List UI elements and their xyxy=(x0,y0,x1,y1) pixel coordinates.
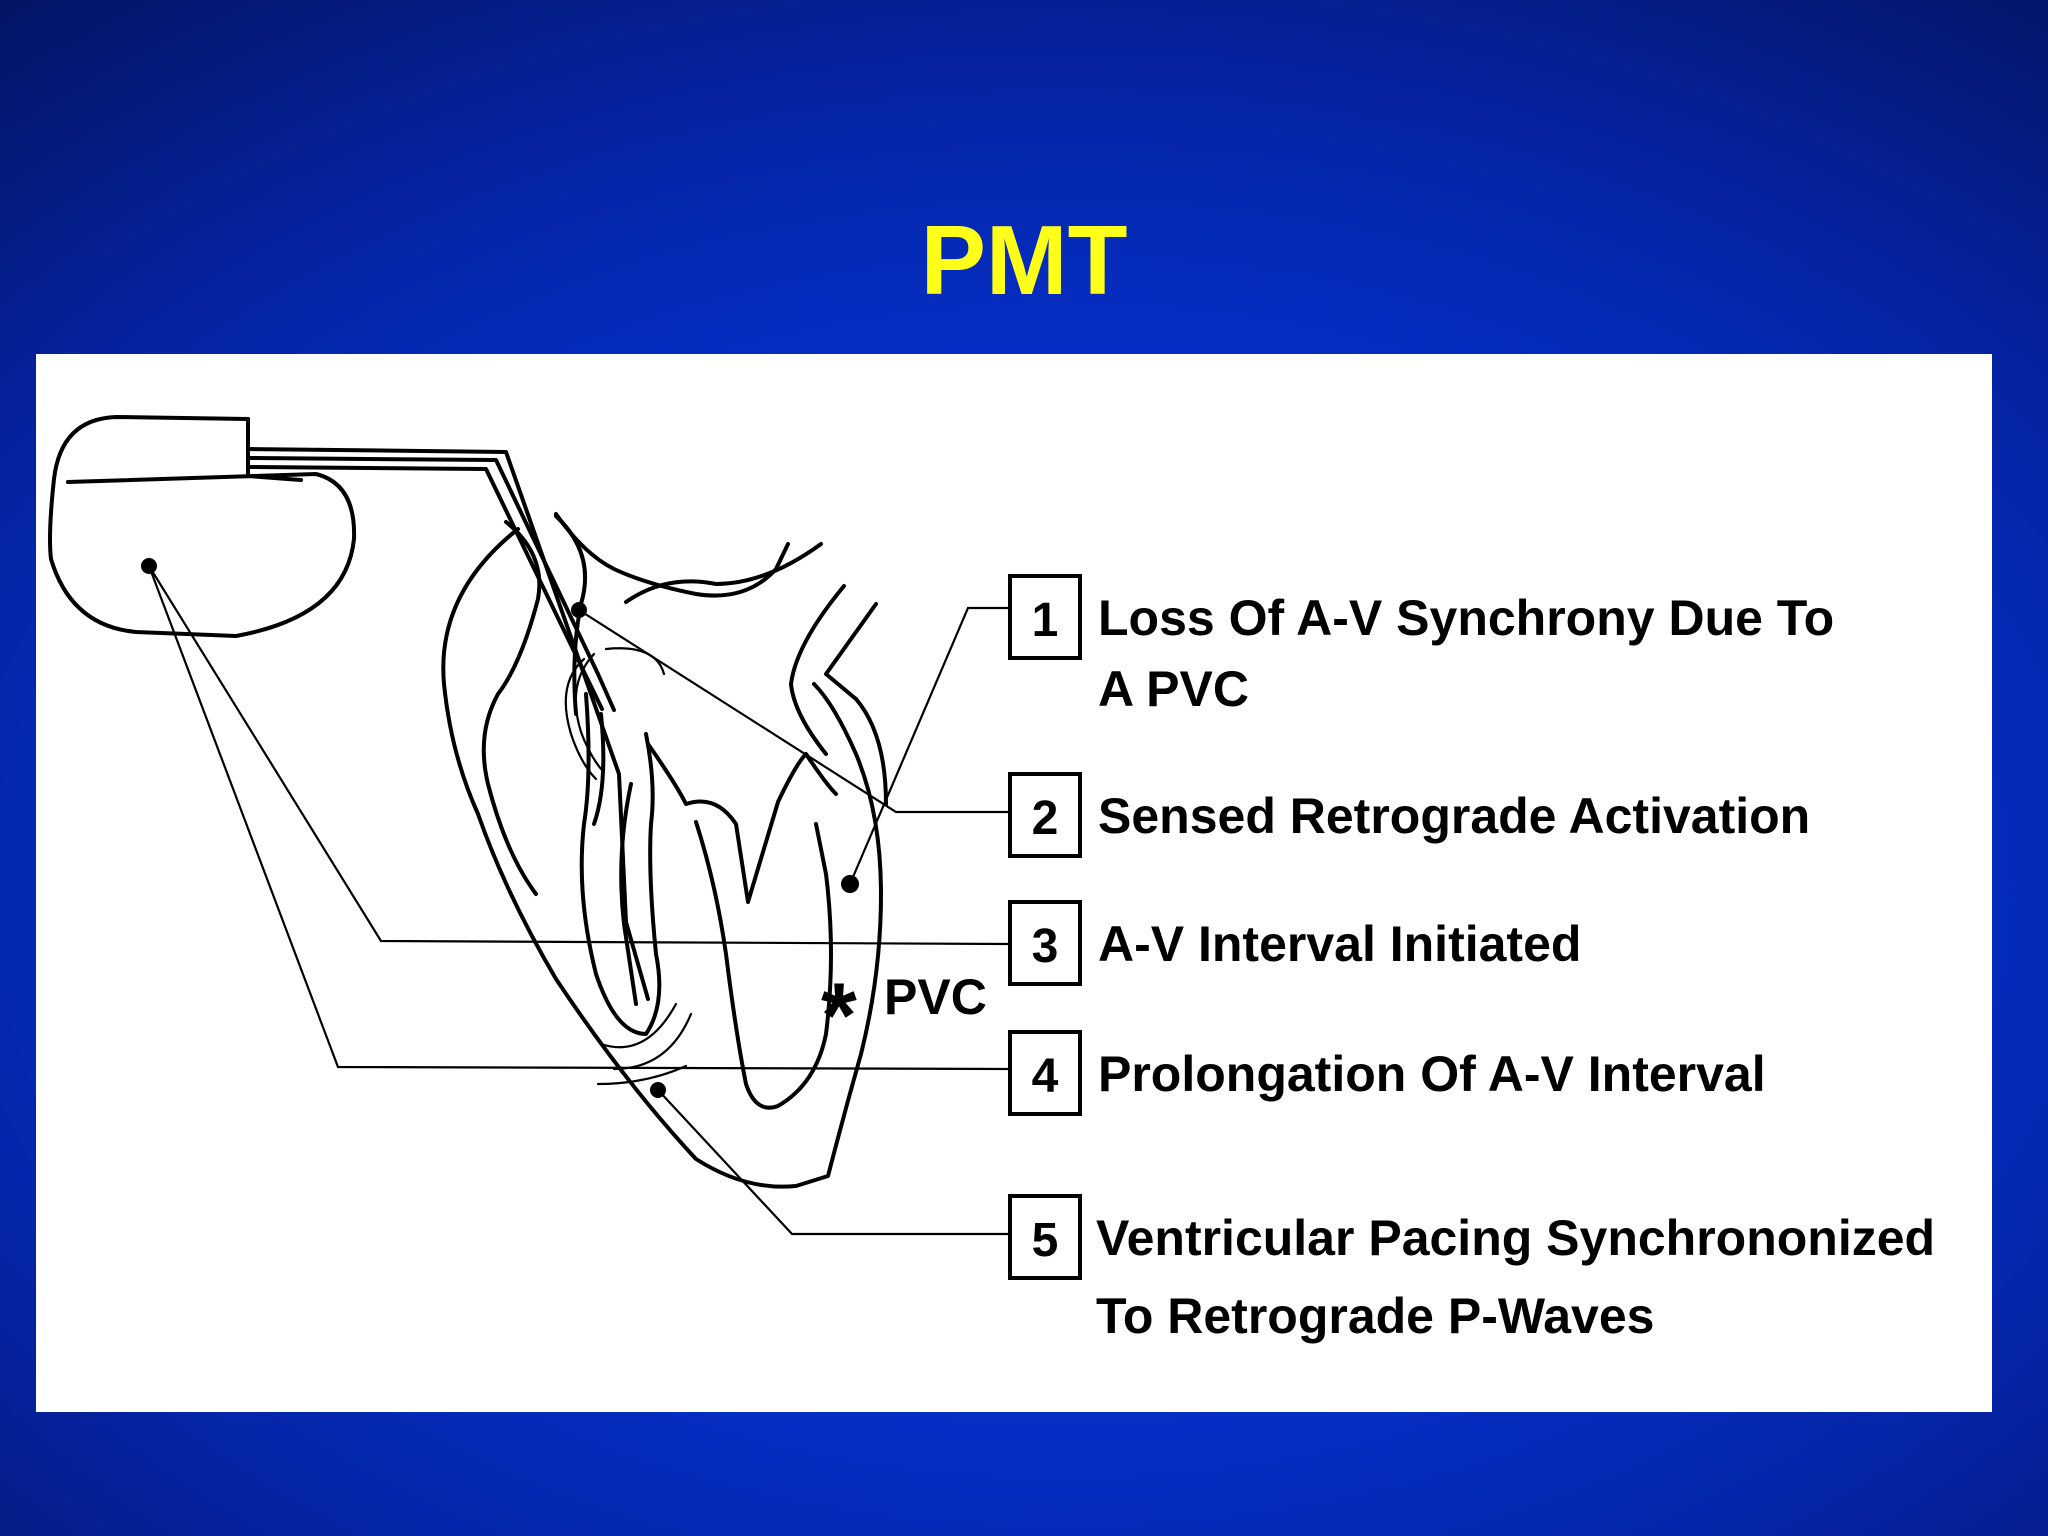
pacing-leads xyxy=(246,447,650,1001)
step-3-number: 3 xyxy=(1032,920,1059,973)
step-1-text-line-2: A PVC xyxy=(1098,661,1249,717)
pmt-diagram: * PVC 1 Loss Of A-V Synchrony Due To A P… xyxy=(48,415,1935,1344)
diagram-panel: * PVC 1 Loss Of A-V Synchrony Due To A P… xyxy=(36,354,1992,1412)
step-5-text-line-1: Ventricular Pacing Synchrononized xyxy=(1096,1210,1935,1266)
step-2: 2 Sensed Retrograde Activation xyxy=(1008,772,1810,858)
step-1-number: 1 xyxy=(1032,594,1059,647)
step-3-text-line-1: A-V Interval Initiated xyxy=(1098,916,1581,972)
step-1: 1 Loss Of A-V Synchrony Due To A PVC xyxy=(1008,574,1834,717)
step-3: 3 A-V Interval Initiated xyxy=(1008,900,1581,986)
pvc-label: PVC xyxy=(884,969,987,1025)
step-5-number: 5 xyxy=(1032,1214,1059,1267)
ventricular-electrode xyxy=(596,1002,693,1098)
step-1-text-line-1: Loss Of A-V Synchrony Due To xyxy=(1098,590,1834,646)
step-5: 5 Ventricular Pacing Synchrononized To R… xyxy=(1008,1194,1935,1344)
step-2-number: 2 xyxy=(1032,792,1059,845)
step-5-text-line-2: To Retrograde P-Waves xyxy=(1096,1288,1654,1344)
step-2-text-line-1: Sensed Retrograde Activation xyxy=(1098,788,1810,844)
step-5-box xyxy=(1008,1194,1082,1280)
step-2-box xyxy=(1008,772,1082,858)
step-1-box xyxy=(1008,574,1082,660)
slide-title: PMT xyxy=(920,205,1128,315)
step-4-number: 4 xyxy=(1032,1050,1059,1103)
leader-lines xyxy=(147,564,1010,1236)
heart-chambers xyxy=(579,692,838,1110)
step-4-text-line-1: Prolongation Of A-V Interval xyxy=(1098,1046,1766,1102)
step-3-box xyxy=(1008,900,1082,986)
step-4: 4 Prolongation Of A-V Interval xyxy=(1008,1030,1766,1116)
step-4-box xyxy=(1008,1030,1082,1116)
pvc-asterisk: * xyxy=(821,965,857,1067)
